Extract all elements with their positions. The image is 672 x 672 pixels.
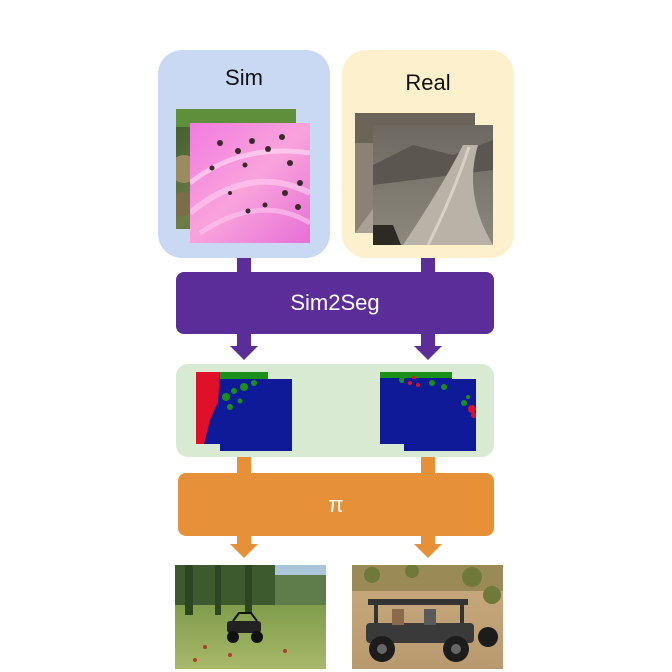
sim-panel-label: Sim [225,65,263,90]
real-image-front [373,125,493,245]
real-vehicle-image [352,565,503,669]
sim2seg-label: Sim2Seg [290,290,380,315]
real-connector-mid [421,457,435,473]
down-arrow-icon [414,536,442,558]
sim2seg-block: Sim2Seg [176,272,494,334]
sim-connector-top [237,258,251,272]
policy-label: π [328,491,344,517]
sim-seg-map-front [220,379,292,451]
policy-block: π [178,473,494,536]
real-connector-top [421,258,435,272]
sim-connector-mid [237,457,251,473]
down-arrow-icon [230,536,258,558]
down-arrow-icon [414,334,442,360]
real-panel-label: Real [405,70,451,95]
real-seg-map-front [404,379,476,451]
down-arrow-icon [230,334,258,360]
sim-image-front [190,123,310,243]
sim-vehicle-image [175,565,326,669]
